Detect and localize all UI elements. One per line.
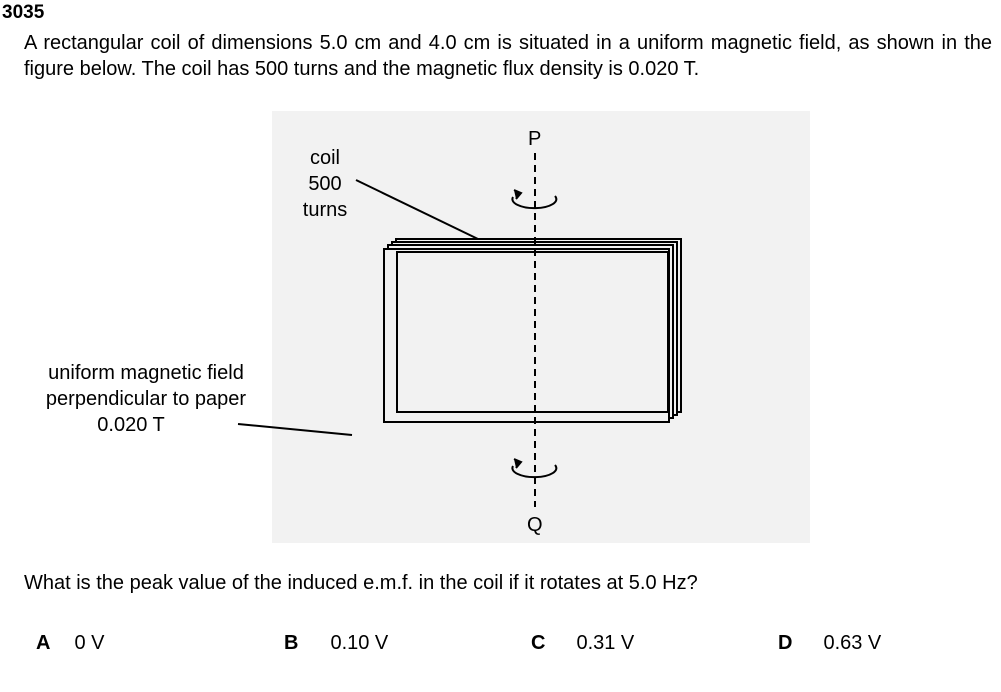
field-label-line: perpendicular to paper xyxy=(45,388,247,410)
option-c[interactable]: C 0.31 V xyxy=(531,632,634,655)
question-number: 3035 xyxy=(2,2,45,23)
rotation-arrow-icon xyxy=(511,189,558,210)
option-text: 0.10 V xyxy=(330,632,389,654)
field-pointer-line xyxy=(237,423,353,436)
axis-label-q: Q xyxy=(527,514,543,536)
option-letter: D xyxy=(778,632,793,654)
option-text: 0.63 V xyxy=(823,632,882,654)
option-letter: C xyxy=(531,632,546,654)
option-a[interactable]: A 0 V xyxy=(36,632,104,655)
rotation-arrow-icon xyxy=(511,458,558,479)
coil-label-line: coil xyxy=(309,147,340,169)
coil xyxy=(383,238,682,423)
field-label-line: uniform magnetic field xyxy=(48,362,244,384)
field-label: uniform magnetic field perpendicular to … xyxy=(28,360,264,438)
question-text: What is the peak value of the induced e.… xyxy=(24,572,698,594)
question-stem: A rectangular coil of dimensions 5.0 cm … xyxy=(24,32,992,80)
option-text: 0.31 V xyxy=(576,632,635,654)
axis-label-p: P xyxy=(528,128,542,150)
coil-label-line: 500 xyxy=(308,173,342,195)
option-letter: A xyxy=(36,632,51,654)
coil-label-line: turns xyxy=(302,199,348,221)
field-label-line: 0.020 T xyxy=(97,414,165,436)
option-d[interactable]: D 0.63 V xyxy=(778,632,881,655)
option-text: 0 V xyxy=(74,632,105,654)
coil-pointer-line xyxy=(355,179,479,240)
option-b[interactable]: B 0.10 V xyxy=(284,632,388,655)
option-letter: B xyxy=(284,632,299,654)
coil-label: coil 500 turns xyxy=(300,145,350,223)
